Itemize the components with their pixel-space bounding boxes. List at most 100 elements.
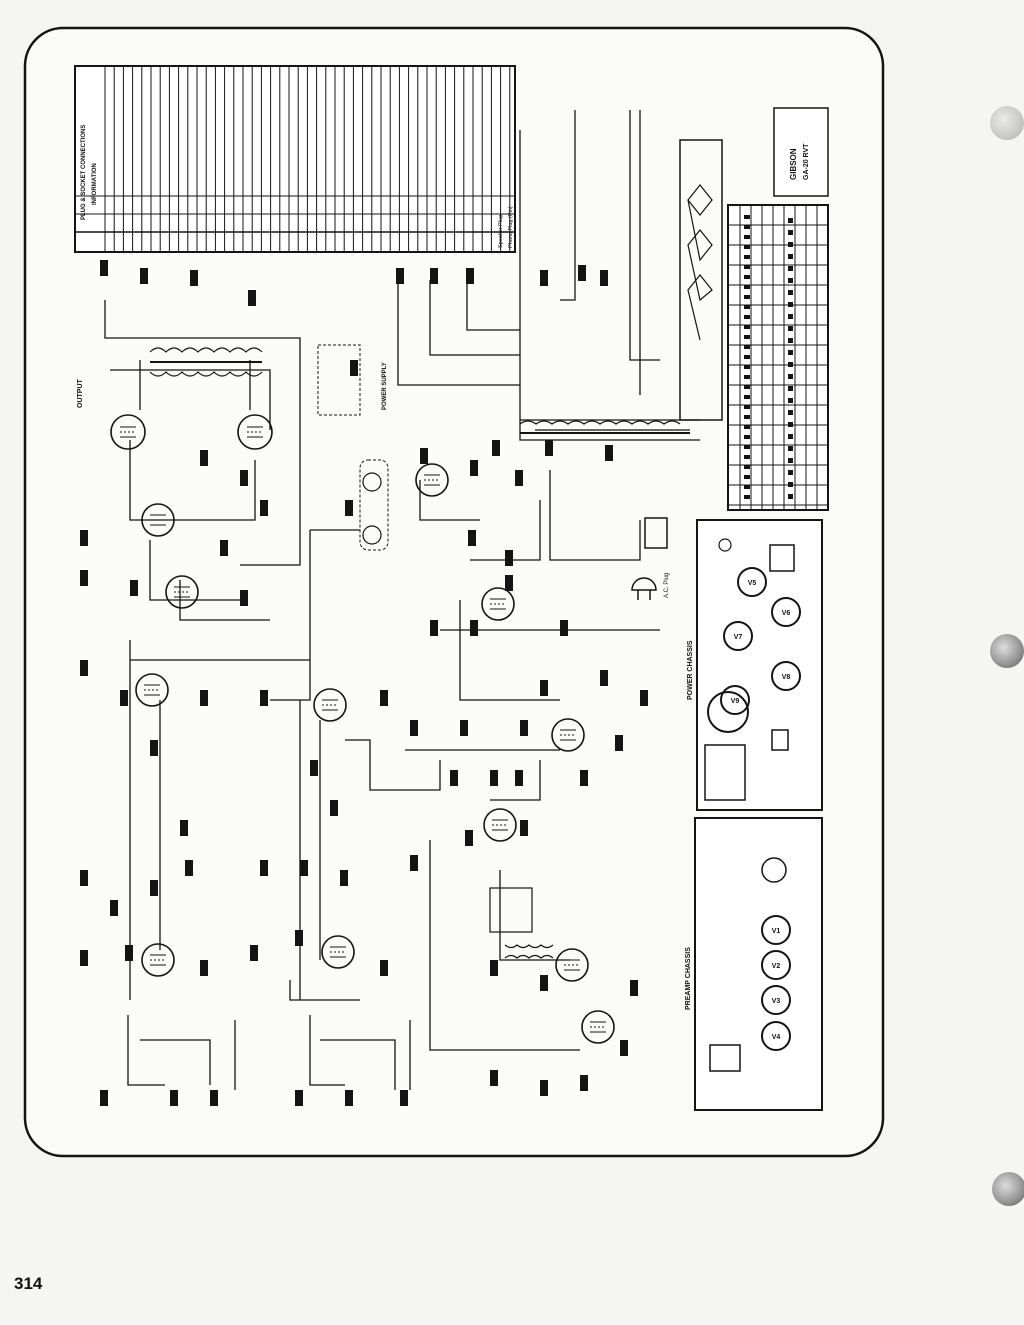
tube-symbol-14	[581, 1010, 615, 1044]
voltage-chart	[727, 204, 829, 511]
component-label-4	[248, 290, 256, 306]
component-label-18	[200, 450, 208, 466]
component-label-40	[640, 690, 648, 706]
component-label-30	[380, 690, 388, 706]
phono-plug-label: Phono Plug (Pin)	[508, 206, 514, 248]
output-label: OUTPUT	[77, 379, 84, 409]
power-socket-top-icon	[769, 544, 795, 572]
component-label-10	[545, 440, 553, 456]
brand-box: GIBSON GA-20 RVT	[773, 107, 829, 197]
component-label-20	[260, 500, 268, 516]
can-cap-icon	[707, 691, 749, 733]
component-label-76	[345, 1090, 353, 1106]
binder-hole-middle	[990, 634, 1024, 668]
output-transformer	[149, 347, 263, 377]
component-label-73	[170, 1090, 178, 1106]
component-label-52	[300, 860, 308, 876]
socket-v7	[723, 621, 753, 651]
component-label-13	[578, 265, 586, 281]
plug-socket-table: PLUG & SOCKET CONNECTIONS INFORMATION Sp…	[74, 65, 516, 253]
component-label-15	[396, 268, 404, 284]
component-label-68	[620, 1040, 628, 1056]
socket-v2	[761, 950, 791, 980]
component-label-77	[400, 1090, 408, 1106]
brand-line1: GIBSON	[789, 148, 798, 180]
power-switch-box	[317, 344, 361, 416]
component-label-29	[260, 690, 268, 706]
fuse-icon	[362, 525, 382, 545]
component-label-42	[460, 720, 468, 736]
fuse-holder-icon	[771, 729, 789, 751]
rectifier-box	[359, 459, 389, 551]
component-label-47	[515, 770, 523, 786]
brand-line2: GA-20 RVT	[803, 143, 810, 180]
component-label-9	[515, 470, 523, 486]
tube-symbol-2	[237, 414, 273, 450]
tube-symbol-8	[481, 587, 515, 621]
component-label-45	[450, 770, 458, 786]
component-label-6	[420, 448, 428, 464]
component-label-1	[100, 260, 108, 276]
preamp-socket-icon	[709, 1044, 741, 1072]
component-label-21	[80, 530, 88, 546]
plug-table-subtitle: INFORMATION	[92, 163, 98, 205]
power-socket-bottom-icon	[704, 744, 746, 801]
component-label-57	[110, 900, 118, 916]
tube-symbol-6	[313, 688, 347, 722]
component-label-69	[540, 1080, 548, 1096]
pilot-lamp-icon	[362, 472, 382, 492]
tube-symbol-10	[483, 808, 517, 842]
component-label-23	[130, 580, 138, 596]
schematic-wiring	[104, 110, 700, 1090]
socket-label-v4: V4	[772, 1034, 781, 1041]
tube-symbol-9	[551, 718, 585, 752]
socket-label-v2: V2	[772, 963, 781, 970]
schematic-frame	[23, 26, 885, 1158]
tube-symbol-13	[555, 948, 589, 982]
tube-symbol-7	[415, 463, 449, 497]
socket-v9	[720, 685, 750, 715]
component-label-17	[466, 268, 474, 284]
component-label-71	[580, 1075, 588, 1091]
component-label-36	[470, 620, 478, 636]
component-label-16	[430, 268, 438, 284]
component-label-43	[520, 720, 528, 736]
component-label-78	[310, 760, 318, 776]
component-label-7	[470, 460, 478, 476]
component-label-75	[295, 1090, 303, 1106]
tube-symbol-1	[110, 414, 146, 450]
tube-symbol-4	[165, 575, 199, 609]
binder-hole-top	[990, 106, 1024, 140]
component-label-64	[380, 960, 388, 976]
socket-v1	[761, 915, 791, 945]
component-label-48	[580, 770, 588, 786]
preamp-chassis-label: PREAMP CHASSIS	[685, 947, 692, 1010]
component-label-2	[140, 268, 148, 284]
power-transformer	[519, 420, 690, 434]
component-label-19	[240, 470, 248, 486]
component-label-79	[150, 740, 158, 756]
component-label-38	[560, 620, 568, 636]
component-label-31	[345, 500, 353, 516]
component-label-62	[250, 945, 258, 961]
component-label-25	[240, 590, 248, 606]
component-label-55	[185, 860, 193, 876]
component-label-60	[80, 950, 88, 966]
socket-label-v5: V5	[748, 580, 757, 587]
ac-plug-icon	[631, 517, 668, 600]
speaker-plug-label: Speaker Plug	[498, 215, 504, 248]
socket-v5	[737, 567, 767, 597]
component-label-80	[180, 820, 188, 836]
vacuum-tubes	[110, 414, 615, 1044]
input-jack-socket-icon	[761, 857, 787, 883]
component-label-59	[125, 945, 133, 961]
component-label-81	[330, 800, 338, 816]
component-label-74	[210, 1090, 218, 1106]
component-label-35	[430, 620, 438, 636]
pilot-socket-icon	[718, 538, 732, 552]
component-label-8	[492, 440, 500, 456]
component-label-66	[540, 975, 548, 991]
